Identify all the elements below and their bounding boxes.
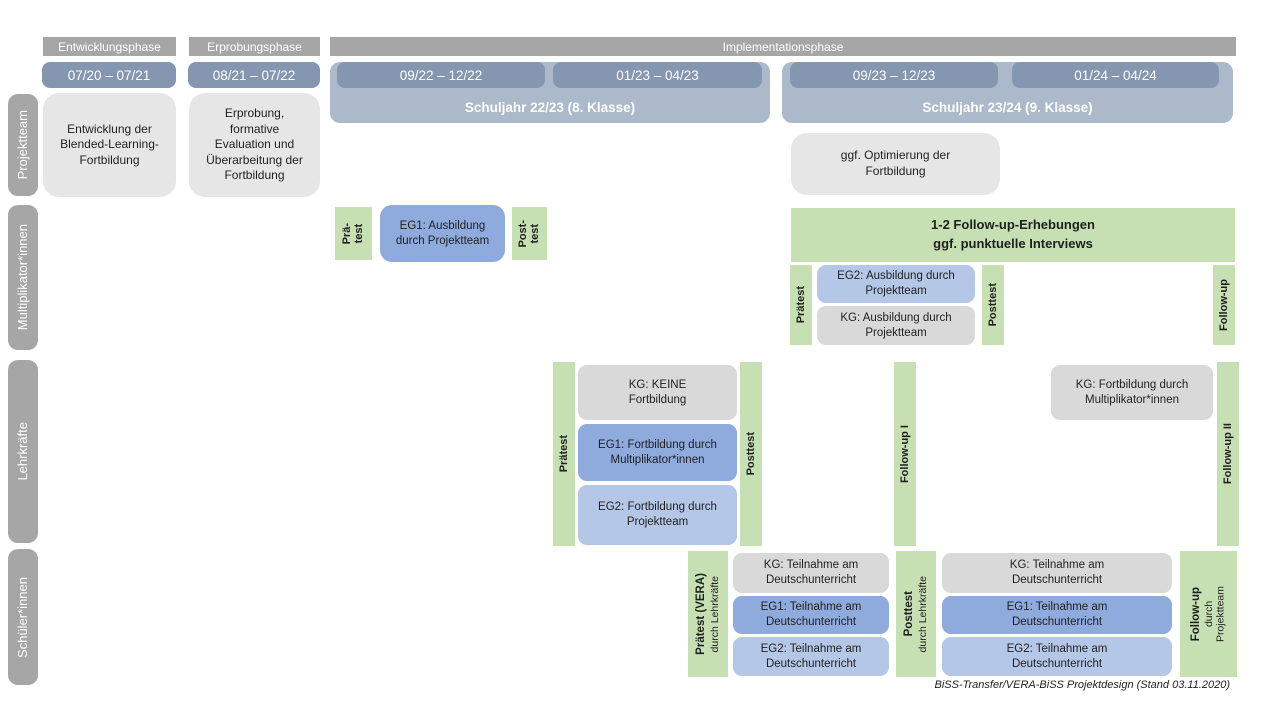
phase-header-erprobung: Erprobungsphase — [189, 37, 320, 56]
marker-praetest-multiplikatoren-1: Prä- test — [335, 207, 372, 260]
marker-praetest-lehrkraefte-text: Prätest — [557, 435, 570, 473]
box-entwicklung-fortbildung: Entwicklung der Blended-Learning-Fortbil… — [43, 93, 176, 197]
box-eg2-teilnahme-1: EG2: Teilnahme am Deutschunterricht — [733, 637, 889, 676]
row-label-schueler-text: Schüler*innen — [14, 576, 30, 658]
marker-followup2-lehrkraefte-text: Follow-up II — [1221, 423, 1234, 485]
schoolyear-label-2223: Schuljahr 22/23 (8. Klasse) — [464, 100, 636, 115]
row-label-lehrkraefte-text: Lehrkräfte — [14, 422, 30, 481]
banner-followup-erhebungen: 1-2 Follow-up-Erhebungen ggf. punktuelle… — [791, 208, 1235, 262]
phase-header-implementation: Implementationsphase — [330, 37, 1236, 56]
marker-praetest-vera-schueler: Prätest (VERA) durch Lehrkräfte — [688, 551, 728, 677]
row-label-lehrkraefte: Lehrkräfte — [8, 360, 38, 543]
marker-posttest-multiplikatoren-2: Posttest — [982, 265, 1004, 345]
marker-posttest-lehrkraefte: Posttest — [740, 362, 762, 546]
box-eg2-fortbildung-projektteam: EG2: Fortbildung durch Projektteam — [578, 485, 737, 545]
row-label-multiplikatoren-text: Multiplikator*innen — [14, 224, 30, 331]
row-label-schueler: Schüler*innen — [8, 549, 38, 685]
box-kg-ausbildung-projektteam: KG: Ausbildung durch Projektteam — [817, 306, 975, 345]
marker-posttest-schueler: Posttest durch Lehrkräfte — [896, 551, 936, 677]
date-bar-0821-0722: 08/21 – 07/22 — [188, 62, 320, 88]
marker-posttest-schueler-text: Posttest — [902, 591, 915, 637]
box-eg2-teilnahme-2: EG2: Teilnahme am Deutschunterricht — [942, 637, 1172, 676]
marker-posttest-multiplikatoren-2-text: Posttest — [986, 283, 999, 327]
marker-praetest-multiplikatoren-2-text: Prätest — [794, 286, 807, 324]
marker-praetest-multiplikatoren-1-text: Prä- test — [341, 222, 366, 245]
box-eg2-ausbildung-projektteam: EG2: Ausbildung durch Projektteam — [817, 265, 975, 303]
marker-posttest-multiplikatoren-1: Post- test — [512, 207, 547, 260]
date-bar-0720-0721: 07/20 – 07/21 — [42, 62, 176, 88]
box-eg1-teilnahme-2: EG1: Teilnahme am Deutschunterricht — [942, 596, 1172, 634]
box-eg1-fortbildung-multiplikatoren: EG1: Fortbildung durch Multiplikator*inn… — [578, 424, 737, 481]
marker-praetest-vera-text: Prätest (VERA) — [694, 573, 707, 655]
marker-followup-schueler-text: Follow-up — [1189, 586, 1202, 642]
date-bar-0922-1222: 09/22 – 12/22 — [337, 62, 545, 88]
marker-posttest-multiplikatoren-1-text: Post- test — [517, 219, 542, 248]
row-label-projektteam-text: Projektteam — [14, 110, 30, 180]
box-kg-teilnahme-2: KG: Teilnahme am Deutschunterricht — [942, 553, 1172, 593]
box-kg-fortbildung-multiplikatoren: KG: Fortbildung durch Multiplikator*inne… — [1051, 365, 1213, 420]
marker-posttest-schueler-subtext: durch Lehrkräfte — [916, 575, 929, 653]
marker-praetest-lehrkraefte: Prätest — [553, 362, 575, 546]
row-label-multiplikatoren: Multiplikator*innen — [8, 205, 38, 350]
row-label-projektteam: Projektteam — [8, 94, 38, 196]
marker-followup2-lehrkraefte: Follow-up II — [1217, 362, 1239, 546]
marker-followup-multiplikatoren-text: Follow-up — [1217, 279, 1230, 331]
marker-praetest-multiplikatoren-2: Prätest — [790, 265, 812, 345]
box-kg-teilnahme-1: KG: Teilnahme am Deutschunterricht — [733, 553, 889, 593]
box-kg-keine-fortbildung: KG: KEINE Fortbildung — [578, 365, 737, 420]
box-erprobung-evaluation: Erprobung, formative Evaluation und Über… — [189, 93, 320, 197]
marker-followup-schueler: Follow-up durch Projektteam — [1180, 551, 1237, 677]
box-optimierung-fortbildung: ggf. Optimierung der Fortbildung — [791, 133, 1000, 195]
date-bar-0123-0423: 01/23 – 04/23 — [553, 62, 762, 88]
date-bar-0124-0424: 01/24 – 04/24 — [1012, 62, 1219, 88]
marker-followup1-lehrkraefte: Follow-up I — [894, 362, 916, 546]
box-eg1-teilnahme-1: EG1: Teilnahme am Deutschunterricht — [733, 596, 889, 634]
marker-followup-schueler-subtext: durch Projektteam — [1203, 585, 1227, 643]
footer-caption: BiSS-Transfer/VERA-BiSS Projektdesign (S… — [934, 679, 1230, 691]
marker-followup1-lehrkraefte-text: Follow-up I — [898, 424, 911, 484]
marker-followup-multiplikatoren: Follow-up — [1213, 265, 1235, 345]
marker-praetest-vera-subtext: durch Lehrkräfte — [708, 575, 721, 653]
marker-posttest-lehrkraefte-text: Posttest — [744, 432, 757, 476]
phase-header-entwicklung: Entwicklungsphase — [43, 37, 176, 56]
box-eg1-ausbildung-projektteam: EG1: Ausbildung durch Projektteam — [380, 205, 505, 262]
date-bar-0923-1223: 09/23 – 12/23 — [790, 62, 998, 88]
schoolyear-label-2324: Schuljahr 23/24 (9. Klasse) — [922, 100, 1093, 115]
